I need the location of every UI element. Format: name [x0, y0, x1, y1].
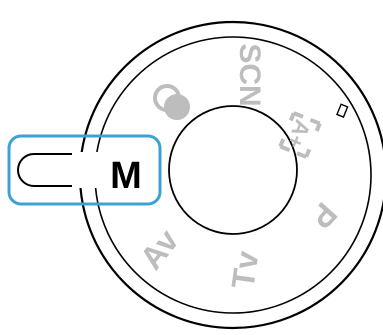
dial-pointer-mask [72, 152, 104, 188]
mode-label-scn: SCN [233, 43, 266, 106]
mode-dial-center-button [169, 106, 297, 234]
mode-label-m: M [110, 155, 142, 197]
mode-label-tv: Tv [225, 249, 266, 291]
